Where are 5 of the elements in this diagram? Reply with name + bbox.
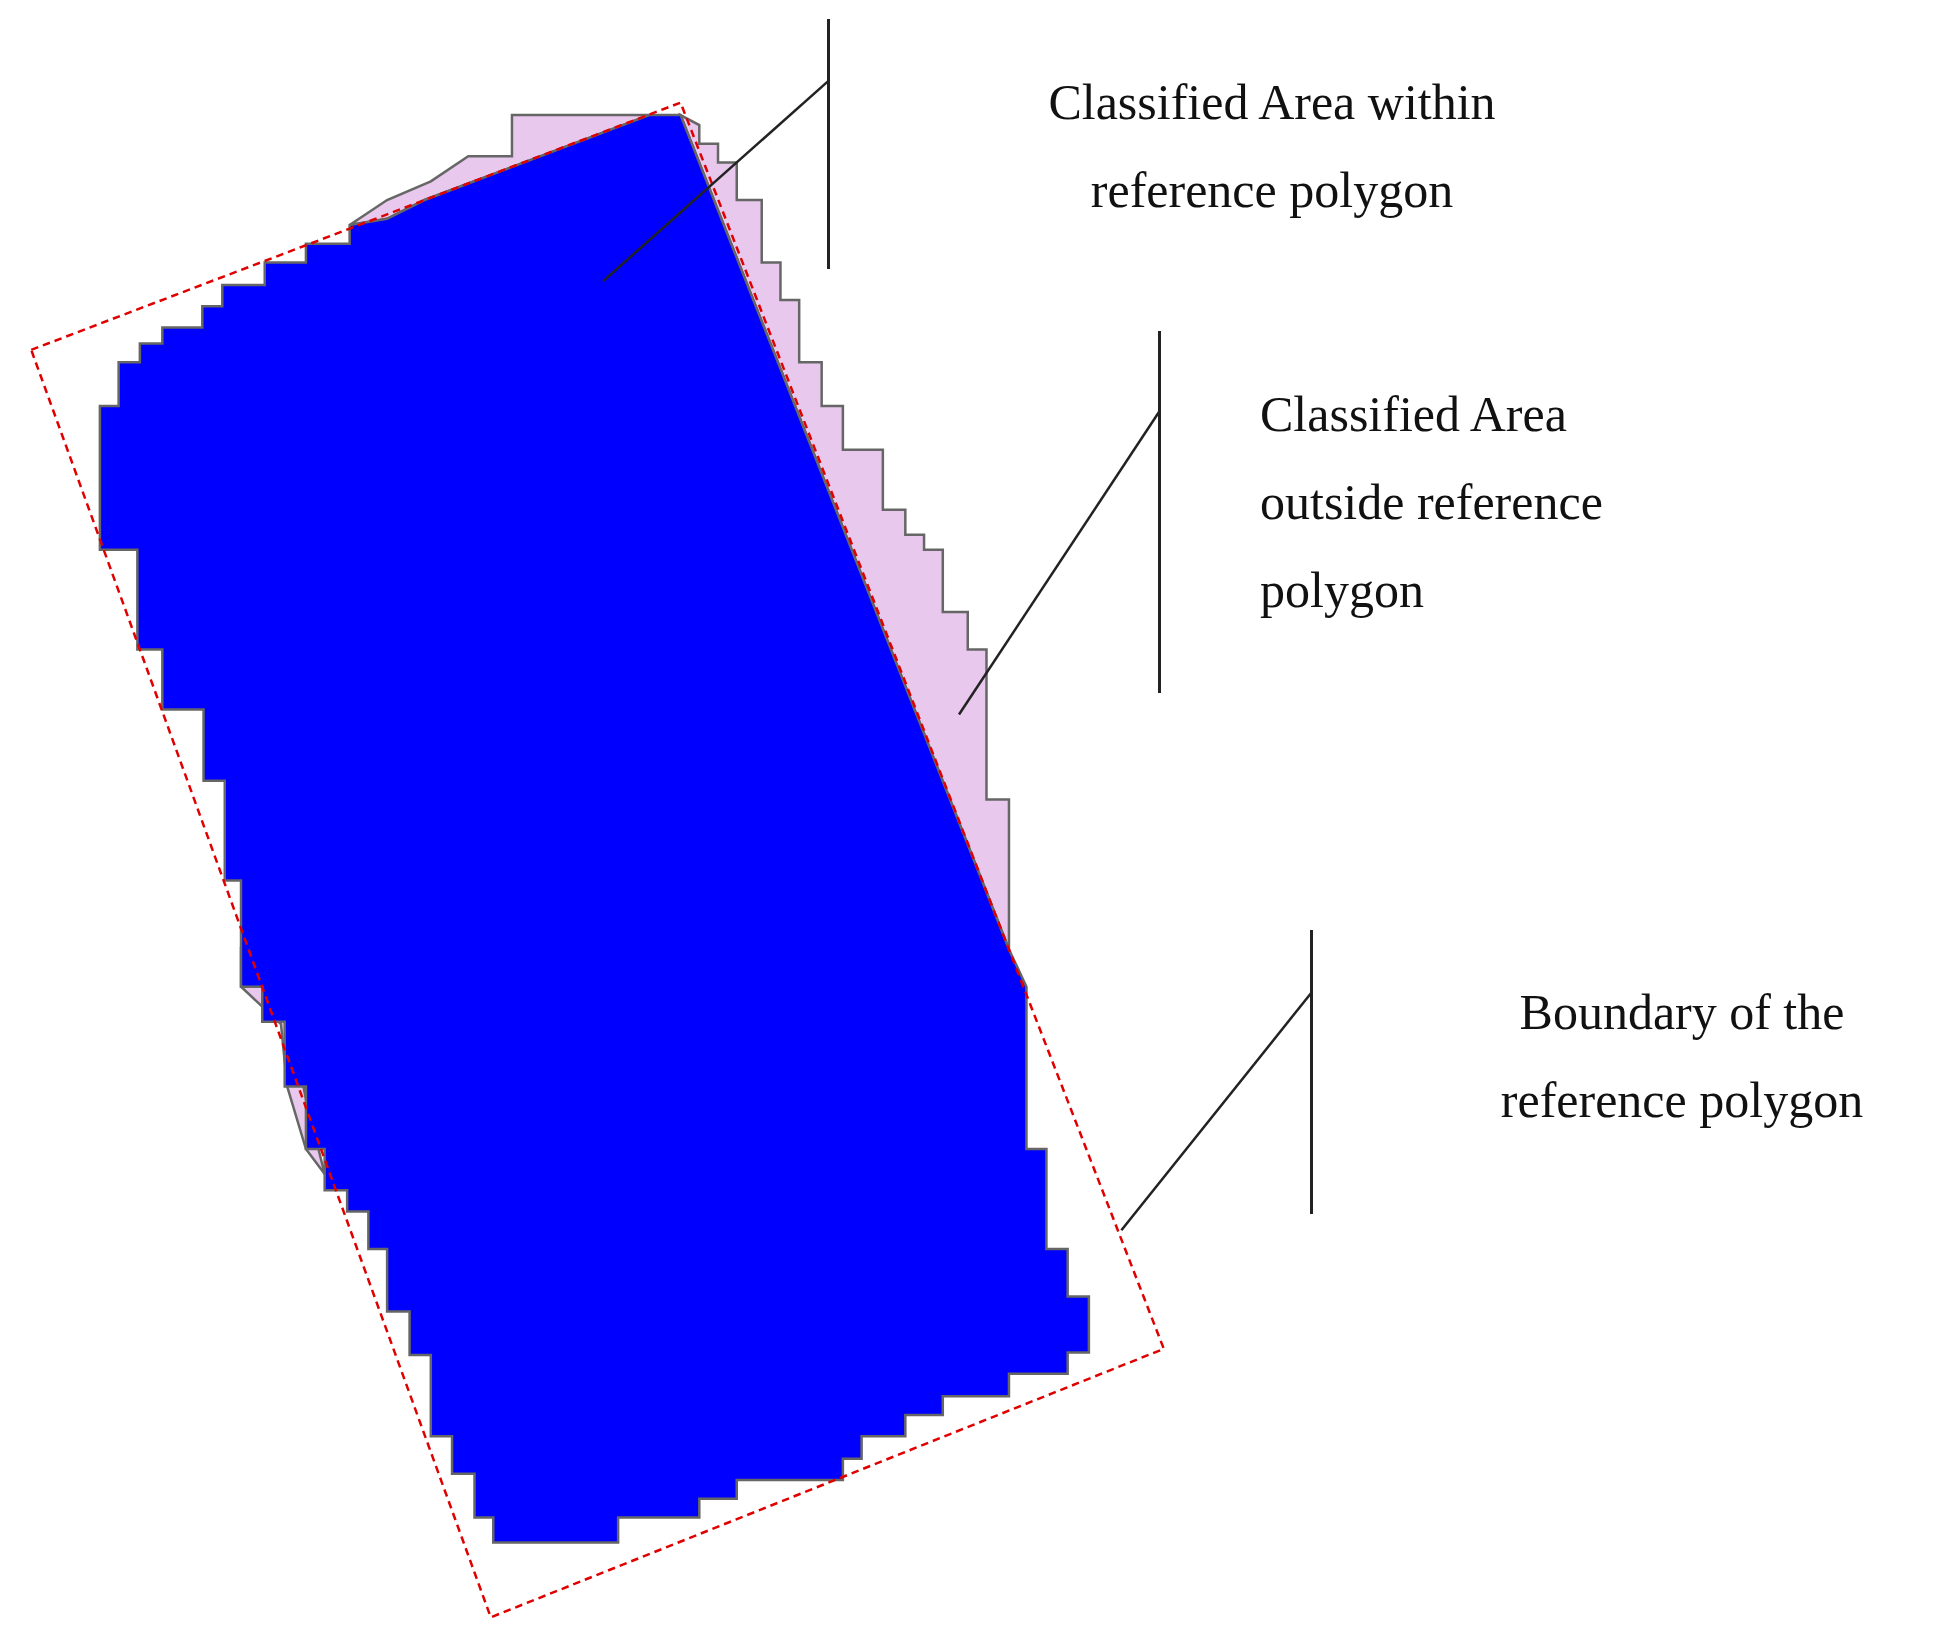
callout-label: Classified Area within reference polygon	[1047, 73, 1497, 220]
leader-line	[957, 411, 1160, 716]
callout-label: Classified Area outside reference polygon	[1260, 385, 1604, 620]
callout-label: Boundary of the reference polygon	[1499, 983, 1865, 1130]
leader-line	[1120, 992, 1313, 1231]
